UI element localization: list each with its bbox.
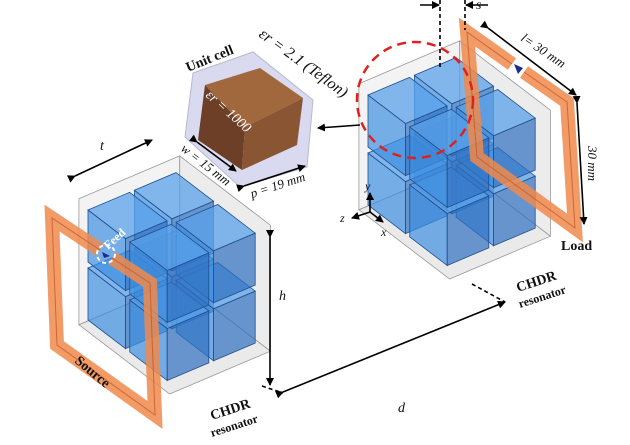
dielectric-cube-top	[128, 223, 210, 271]
source-loop	[44, 204, 163, 429]
d-arrow	[275, 300, 506, 399]
p-arrow	[236, 164, 306, 192]
w-arrow	[188, 134, 237, 172]
axis-x-label: x	[380, 225, 387, 239]
s-label: s	[476, 0, 482, 13]
dielectric-cube-top	[87, 191, 168, 240]
feed-port-icon	[102, 252, 110, 258]
feed-marker	[96, 244, 116, 264]
coordinate-axes	[351, 192, 384, 223]
t-arrow	[66, 139, 153, 183]
dielectric-cube-top	[367, 76, 448, 125]
dielectric-cube-top	[133, 172, 215, 220]
left-chdr-resonator	[78, 155, 272, 395]
loop-height-arrow	[572, 95, 588, 225]
load-port-icon	[514, 64, 523, 74]
teflon-pointer-arrow	[317, 123, 361, 132]
axis-y-label: y	[364, 179, 371, 193]
dimension-arrows	[66, 0, 588, 399]
axis-z-label: z	[339, 211, 345, 225]
load-label: Load	[561, 239, 592, 254]
d-label: d	[398, 401, 406, 416]
unit-cube-right	[242, 98, 303, 170]
h-label: h	[279, 289, 286, 304]
l-label: l= 30 mm	[518, 30, 568, 71]
loop-height-label: 30 mm	[585, 145, 600, 181]
l-arrow	[480, 20, 577, 96]
unit-cube-top	[205, 68, 303, 127]
t-label: t	[100, 139, 105, 154]
unit-cell-highlight-circle	[355, 40, 475, 160]
dielectric-cube-top	[175, 204, 256, 252]
